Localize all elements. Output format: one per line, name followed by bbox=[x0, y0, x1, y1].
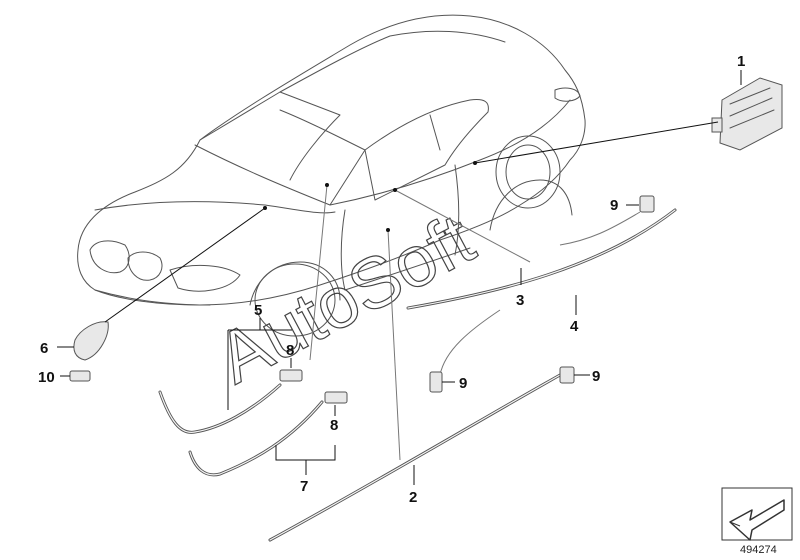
antenna-strips bbox=[158, 183, 677, 542]
callout-1: 1 bbox=[737, 53, 745, 70]
callout-3: 3 bbox=[516, 292, 524, 309]
part-control-unit bbox=[473, 70, 783, 165]
callout-9a: 9 bbox=[610, 197, 618, 214]
callout-6: 6 bbox=[40, 340, 48, 357]
callout-8b: 8 bbox=[330, 417, 338, 434]
watermark-text: AutoSoft bbox=[205, 199, 486, 399]
watermark: AutoSoft bbox=[204, 198, 487, 399]
arrow-icon[interactable] bbox=[721, 487, 793, 541]
callout-8a: 8 bbox=[286, 342, 294, 359]
callout-9c: 9 bbox=[592, 368, 600, 385]
callout-2: 2 bbox=[409, 489, 417, 506]
callout-4: 4 bbox=[570, 318, 579, 335]
callout-10: 10 bbox=[38, 369, 55, 386]
car-outline bbox=[77, 14, 586, 337]
callout-7: 7 bbox=[300, 478, 308, 495]
connectors bbox=[279, 195, 655, 416]
callout-9b: 9 bbox=[459, 375, 467, 392]
bracket-lines bbox=[227, 268, 577, 485]
part-6-10 bbox=[57, 206, 267, 382]
callout-5: 5 bbox=[254, 302, 262, 319]
reference-number: 494274 bbox=[740, 544, 777, 556]
callout-labels: 1 2 3 4 5 6 7 8 8 9 9 9 10 bbox=[38, 53, 745, 506]
